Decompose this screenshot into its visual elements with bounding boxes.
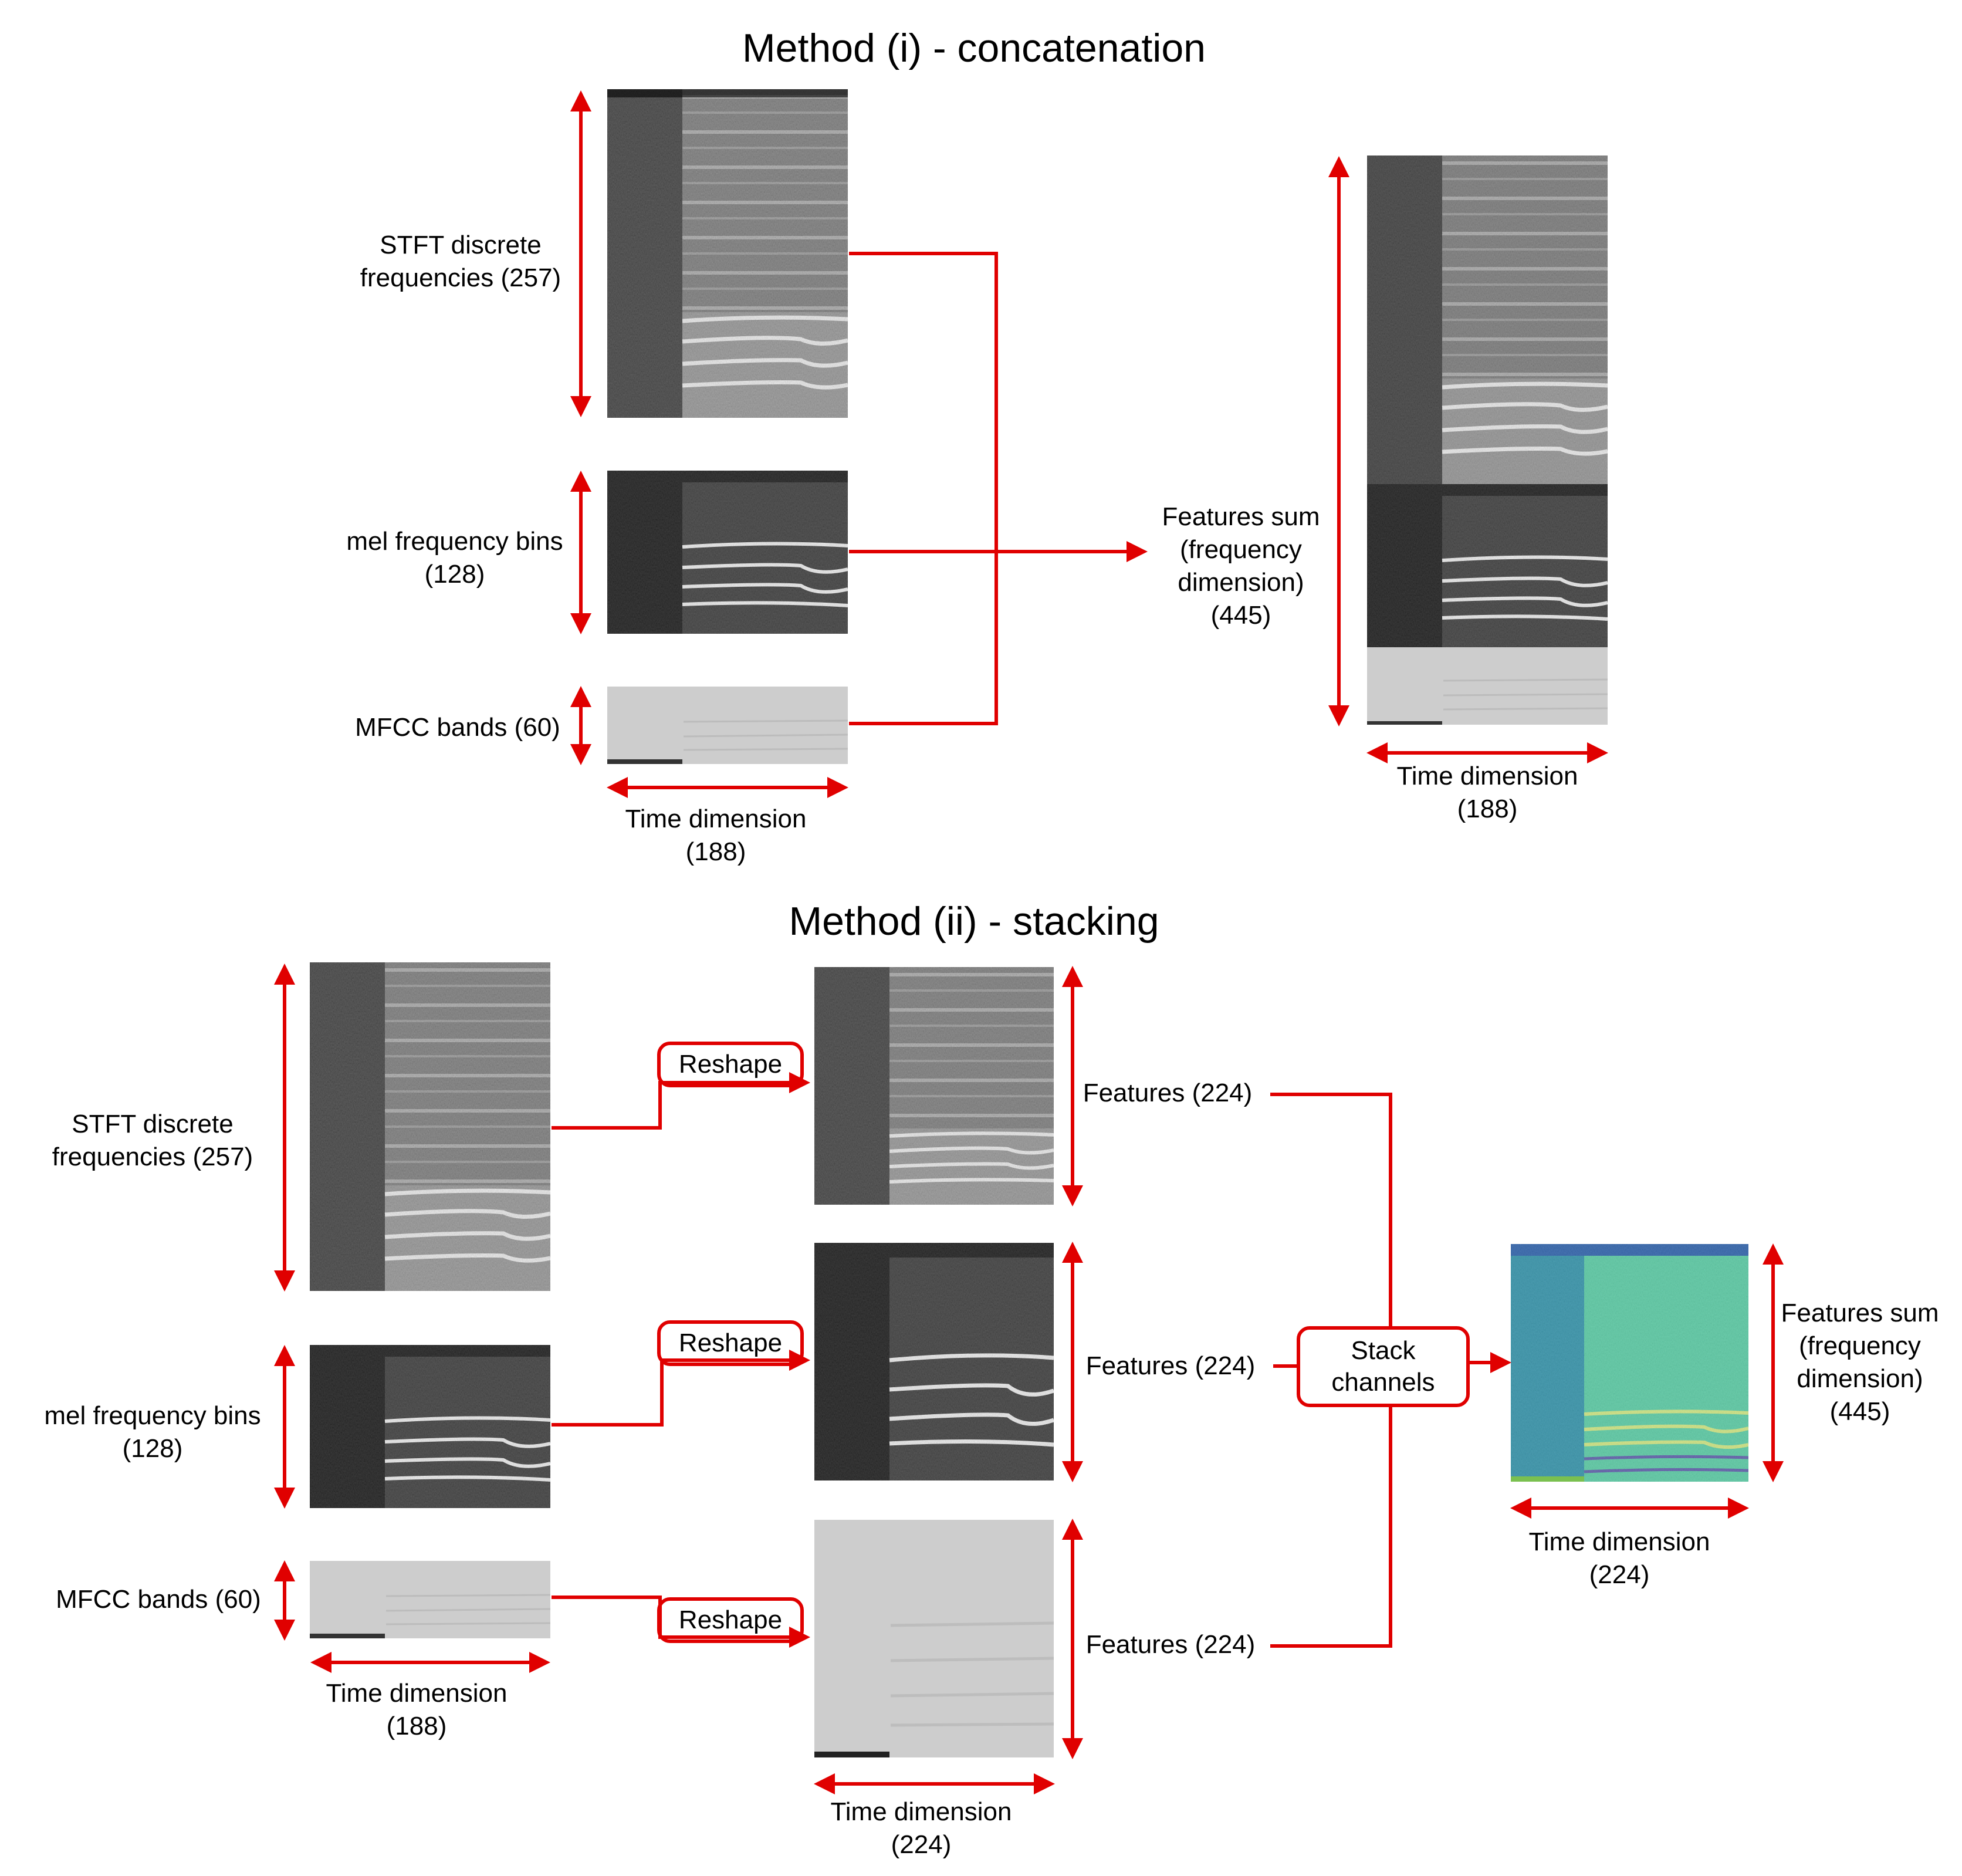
m1-concatenated-image: [1367, 156, 1608, 725]
m1-mel-label-line1: mel frequency bins: [346, 527, 563, 556]
stack-label-line1: Stack: [1351, 1336, 1416, 1365]
m1-stft-spectrogram: [607, 89, 848, 418]
m2-time-mid-line2: (224): [891, 1830, 952, 1859]
m2-mel-label: mel frequency bins (128): [23, 1400, 282, 1465]
m1-mfcc-label: MFCC bands (60): [355, 713, 560, 742]
m1-features-sum-label: Features sum (frequency dimension) (445): [1135, 501, 1347, 632]
m2-sum-line2: (frequency: [1799, 1331, 1921, 1360]
m2-mfcc-label: MFCC bands (60): [56, 1585, 261, 1614]
m2-reshaped-mfcc: [814, 1520, 1054, 1757]
m1-time-output-line1: Time dimension: [1396, 762, 1578, 790]
m1-stft-label-line1: STFT discrete: [380, 231, 542, 259]
m2-mel-label-line1: mel frequency bins: [44, 1401, 261, 1430]
m2-sum-line1: Features sum: [1781, 1299, 1939, 1327]
m1-time-output-label: Time dimension (188): [1370, 760, 1605, 826]
m2-time-output-line1: Time dimension: [1528, 1527, 1710, 1556]
m2-time-input-line2: (188): [386, 1712, 447, 1740]
m2-mel-label-line2: (128): [122, 1434, 183, 1463]
m2-time-output-label: Time dimension (224): [1496, 1526, 1743, 1591]
m2-features1-to-stack: [1270, 1093, 1392, 1328]
m1-time-input-label: Time dimension (188): [598, 803, 833, 868]
m2-features-label-1: Features (224): [1083, 1079, 1253, 1107]
method1-title: Method (i) - concatenation: [742, 26, 1206, 70]
m2-mel-spectrogram: [310, 1345, 550, 1508]
m1-stft-label-line2: frequencies (257): [360, 263, 561, 292]
m2-stacked-image: [1511, 1244, 1748, 1482]
m2-stft-reshape-connector: [552, 1072, 810, 1130]
m1-sum-line2: (frequency: [1180, 535, 1302, 564]
m1-sum-line1: Features sum: [1162, 502, 1320, 531]
m2-stft-label: STFT discrete frequencies (257): [23, 1108, 282, 1174]
m1-mel-spectrogram: [607, 471, 848, 634]
m1-time-input-line2: (188): [685, 837, 746, 866]
m1-sum-line3: dimension): [1178, 568, 1304, 597]
m1-mel-label: mel frequency bins (128): [329, 525, 581, 591]
m2-stft-label-line1: STFT discrete: [72, 1110, 234, 1138]
m1-time-input-line1: Time dimension: [625, 805, 807, 833]
m1-mfcc-image: [607, 687, 848, 764]
m2-mel-reshape-connector: [552, 1350, 810, 1427]
m2-time-output-line2: (224): [1589, 1560, 1650, 1589]
m2-time-mid-line1: Time dimension: [830, 1797, 1012, 1826]
m1-sum-line4: (445): [1210, 601, 1271, 630]
m2-mfcc-reshape-connector: [552, 1596, 810, 1648]
m2-sum-line4: (445): [1829, 1397, 1890, 1426]
m2-time-input-label: Time dimension (188): [299, 1677, 534, 1743]
stack-label-line2: channels: [1331, 1368, 1435, 1397]
m2-features-label-3: Features (224): [1085, 1630, 1256, 1659]
m2-features-sum-label: Features sum (frequency dimension) (445): [1760, 1297, 1960, 1428]
m2-sum-line3: dimension): [1797, 1364, 1923, 1393]
m2-stft-spectrogram: [310, 962, 550, 1291]
m2-features3-to-stack: [1270, 1405, 1392, 1648]
m2-stft-label-line2: frequencies (257): [52, 1142, 253, 1171]
reshape-box-stft: Reshape: [657, 1042, 804, 1087]
m2-mfcc-image: [310, 1561, 550, 1638]
method2-title: Method (ii) - stacking: [789, 899, 1159, 944]
stack-channels-box: Stack channels: [1297, 1326, 1470, 1407]
m2-reshaped-stft: [814, 967, 1054, 1205]
m1-time-output-line2: (188): [1457, 795, 1518, 823]
m1-mel-label-line2: (128): [424, 560, 485, 589]
m1-stft-connector: [849, 252, 998, 725]
m2-time-input-line1: Time dimension: [326, 1679, 508, 1708]
m2-features-label-2: Features (224): [1085, 1351, 1256, 1380]
m2-reshaped-mel: [814, 1243, 1054, 1480]
m1-stft-label: STFT discrete frequencies (257): [329, 229, 593, 295]
m2-time-mid-label: Time dimension (224): [804, 1796, 1038, 1861]
